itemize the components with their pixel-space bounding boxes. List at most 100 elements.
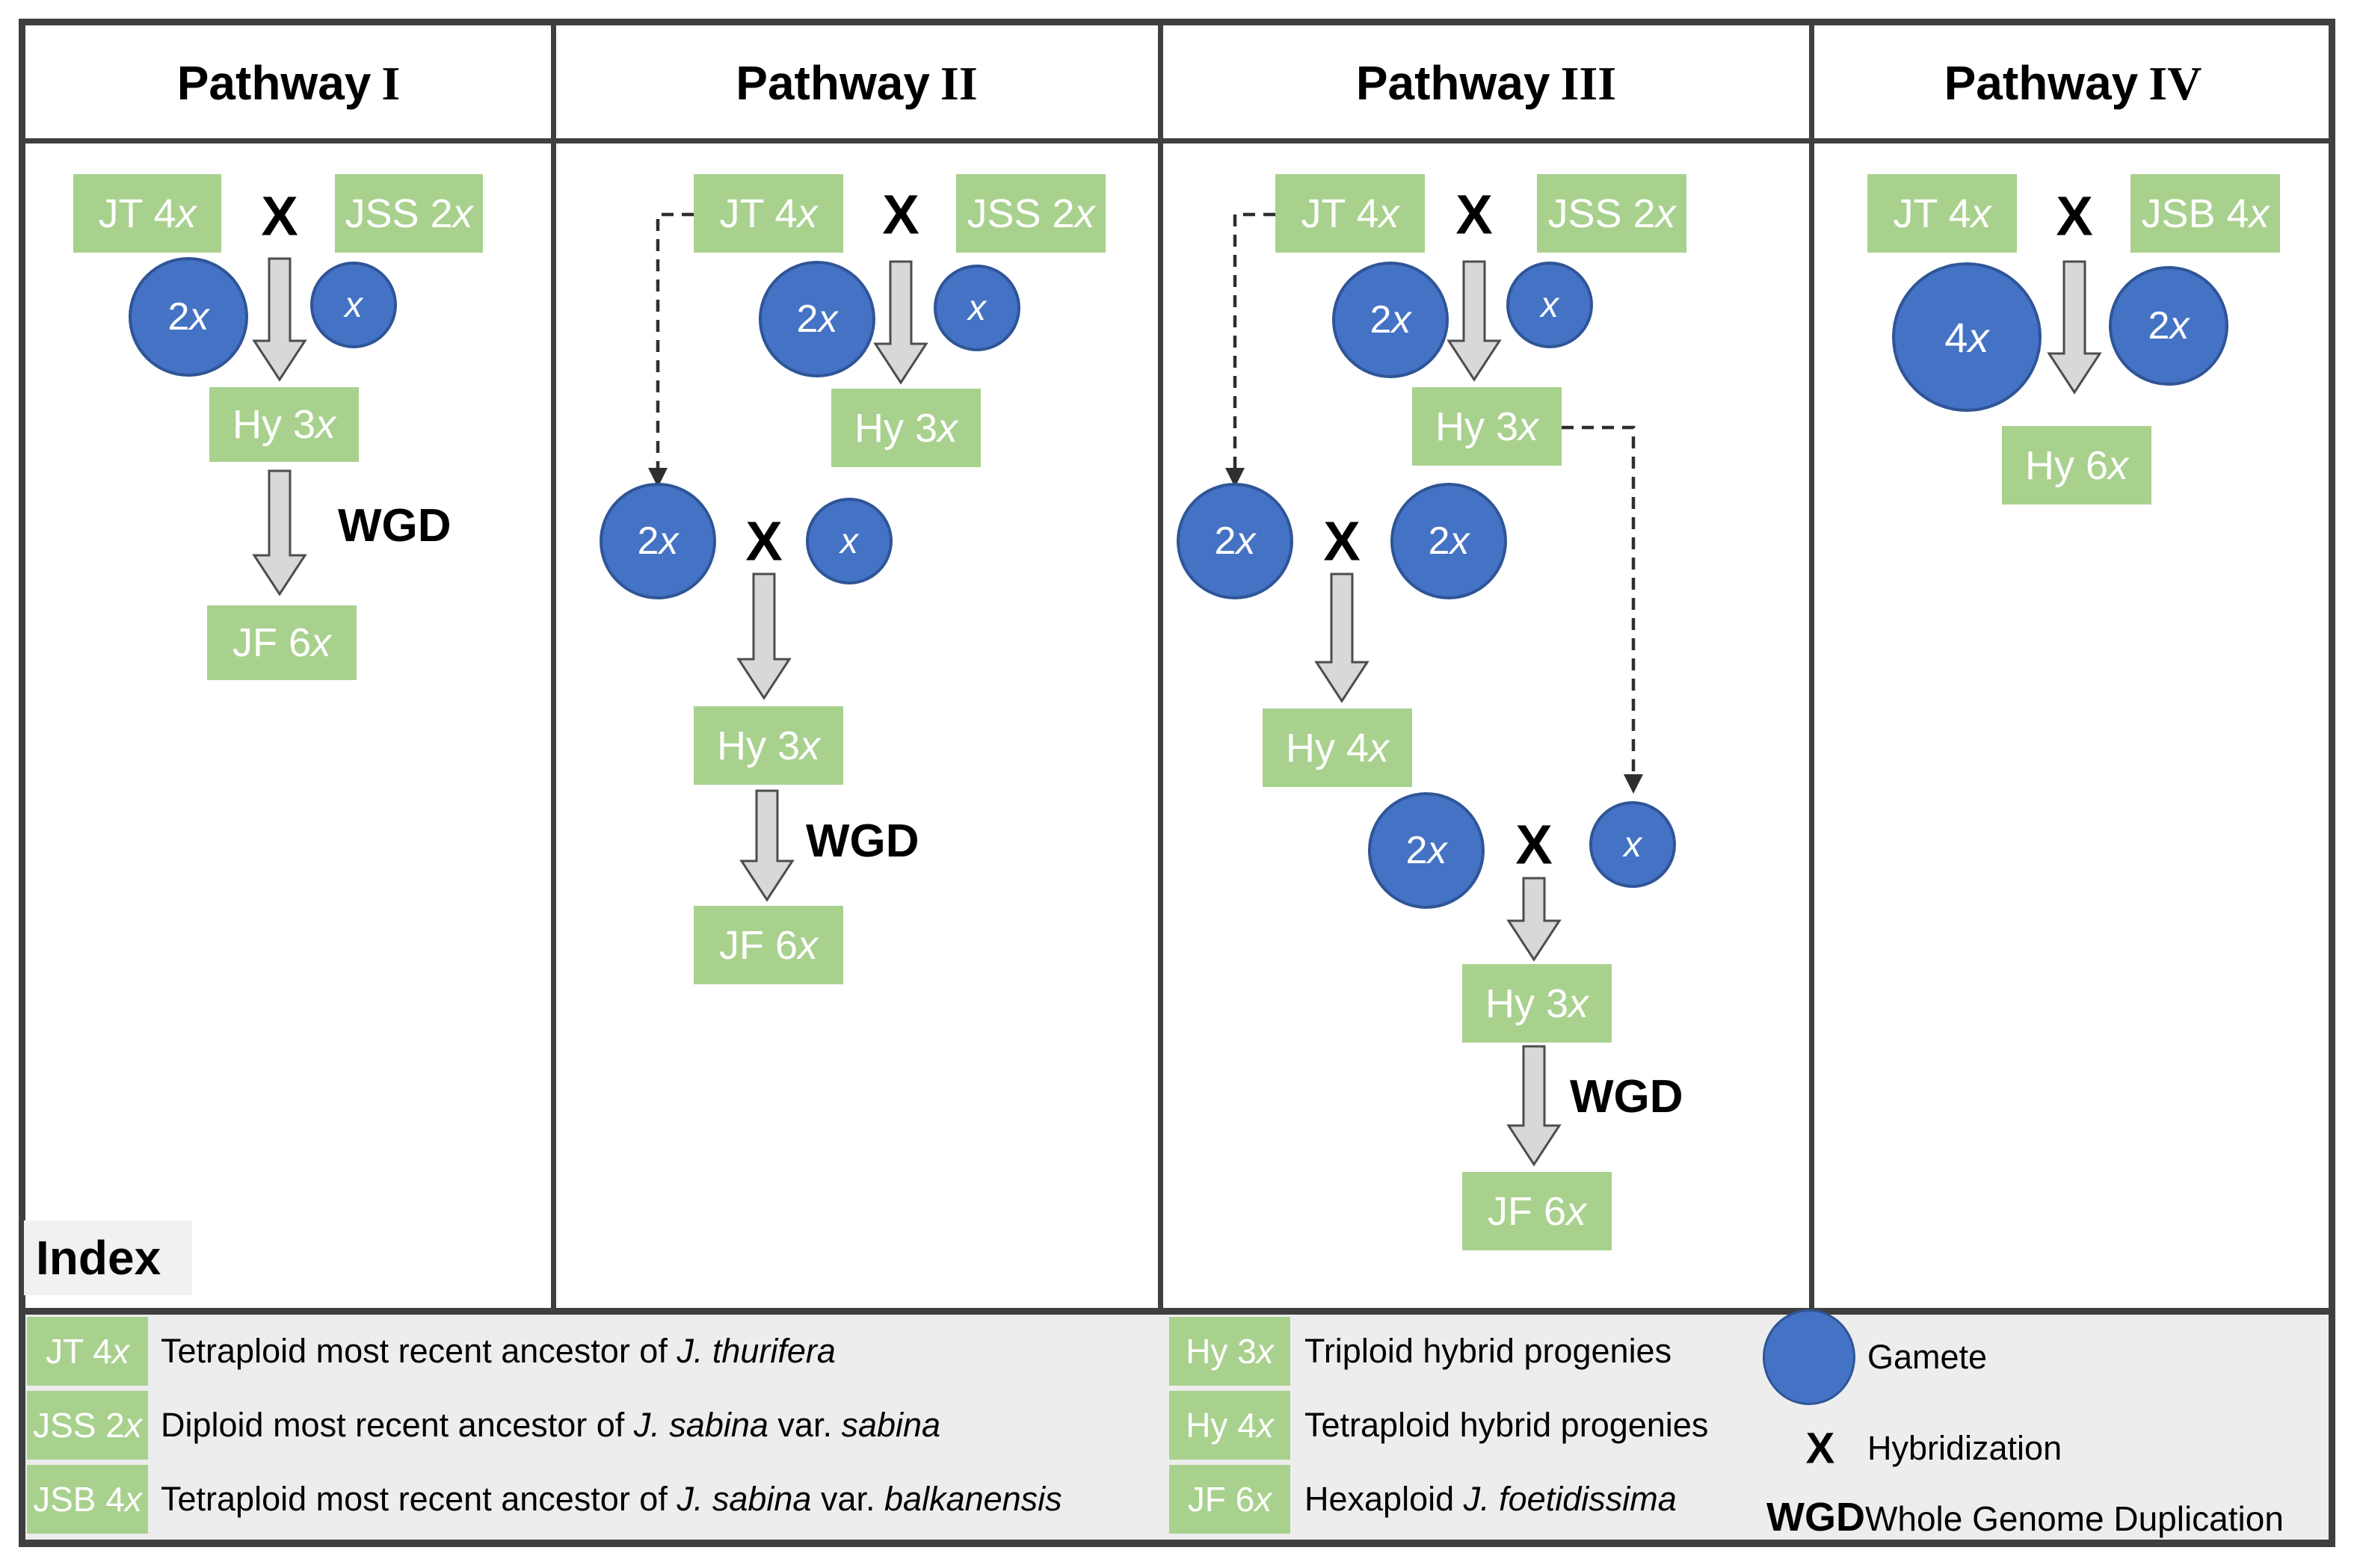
p2-cross-symbol-1: X xyxy=(882,183,919,246)
frame-right xyxy=(2329,19,2335,1547)
p2-arrow-cross2 xyxy=(736,572,792,700)
p2-cross-symbol-2: X xyxy=(745,510,783,572)
legend-desc-jsb4x: Tetraploid most recent ancestor of J. sa… xyxy=(161,1480,1062,1518)
column-divider-2 xyxy=(1158,19,1163,1313)
pathway2-title-numeral: II xyxy=(940,57,978,110)
p1-gamete-x: x xyxy=(310,262,397,348)
legend-desc-hybridization: Hybridization xyxy=(1867,1429,2062,1467)
pathway1-title-word: Pathway xyxy=(176,56,372,110)
legend-divider xyxy=(19,1308,2335,1315)
legend-gamete-icon xyxy=(1763,1309,1855,1405)
legend-cross-icon: X xyxy=(1805,1424,1835,1473)
p3-arrow-cross1 xyxy=(1446,260,1502,382)
pathway2-title-word: Pathway xyxy=(736,56,930,110)
p2-wgd-label: WGD xyxy=(806,815,919,867)
header-divider xyxy=(19,138,2335,143)
p3-wgd-label: WGD xyxy=(1570,1071,1683,1123)
p3-arrow-cross3 xyxy=(1506,877,1562,962)
legend-wgd-icon: WGD xyxy=(1766,1495,1865,1540)
p1-arrow-cross xyxy=(252,257,307,382)
pathway4-title-numeral: IV xyxy=(2148,57,2202,110)
index-title: Index xyxy=(24,1220,192,1295)
p2-dashed-gamete-line xyxy=(656,212,694,469)
p2-arrow-wgd xyxy=(739,789,795,902)
frame-bottom xyxy=(19,1540,2335,1547)
p1-cross-symbol: X xyxy=(261,185,298,247)
legend-desc-jf6x: Hexaploid J. foetidissima xyxy=(1304,1480,1677,1518)
p3-dashed-gamete-line1 xyxy=(1233,212,1275,469)
legend-desc-hy3x: Triploid hybrid progenies xyxy=(1304,1332,1672,1370)
p2-gamete-x-2: x xyxy=(806,498,893,584)
p1-wgd-label: WGD xyxy=(338,500,452,552)
p2-dashed-arrowhead xyxy=(648,468,668,487)
p3-cross-symbol-1: X xyxy=(1455,183,1493,246)
p3-gamete-x-2: x xyxy=(1589,801,1676,888)
legend-desc-wgd: Whole Genome Duplication xyxy=(1864,1499,2284,1538)
legend-desc-jss2x: Diploid most recent ancestor of J. sabin… xyxy=(161,1406,941,1444)
p3-cross-symbol-2: X xyxy=(1323,510,1361,572)
p3-dashed-arrowhead1 xyxy=(1225,468,1245,487)
legend-desc-gamete: Gamete xyxy=(1867,1338,1988,1376)
p2-arrow-cross1 xyxy=(873,260,928,385)
p3-dashed-arrowhead2 xyxy=(1624,774,1643,794)
p1-arrow-wgd xyxy=(252,469,307,596)
legend-desc-hy4x: Tetraploid hybrid progenies xyxy=(1304,1406,1709,1444)
column-divider-3 xyxy=(1809,19,1814,1313)
p4-cross-symbol: X xyxy=(2056,185,2093,247)
pathway3-title-word: Pathway xyxy=(1355,56,1550,110)
p3-arrow-wgd xyxy=(1506,1045,1562,1167)
pathway3-title-numeral: III xyxy=(1560,57,1617,110)
p4-arrow-cross xyxy=(2047,260,2102,395)
p2-gamete-x-1: x xyxy=(934,265,1020,351)
pathway4-title-word: Pathway xyxy=(1944,56,2139,110)
frame-left xyxy=(19,19,25,1547)
pathway1-title-numeral: I xyxy=(381,57,401,110)
p3-cross-symbol-3: X xyxy=(1515,813,1553,876)
column-divider-1 xyxy=(551,19,556,1313)
p3-dashed-gamete-line2 xyxy=(1562,425,1636,776)
legend-desc-jt4x: Tetraploid most recent ancestor of J. th… xyxy=(161,1332,836,1370)
frame-top xyxy=(19,19,2335,25)
p3-gamete-x-1: x xyxy=(1506,262,1593,348)
p3-arrow-cross2 xyxy=(1314,572,1369,703)
